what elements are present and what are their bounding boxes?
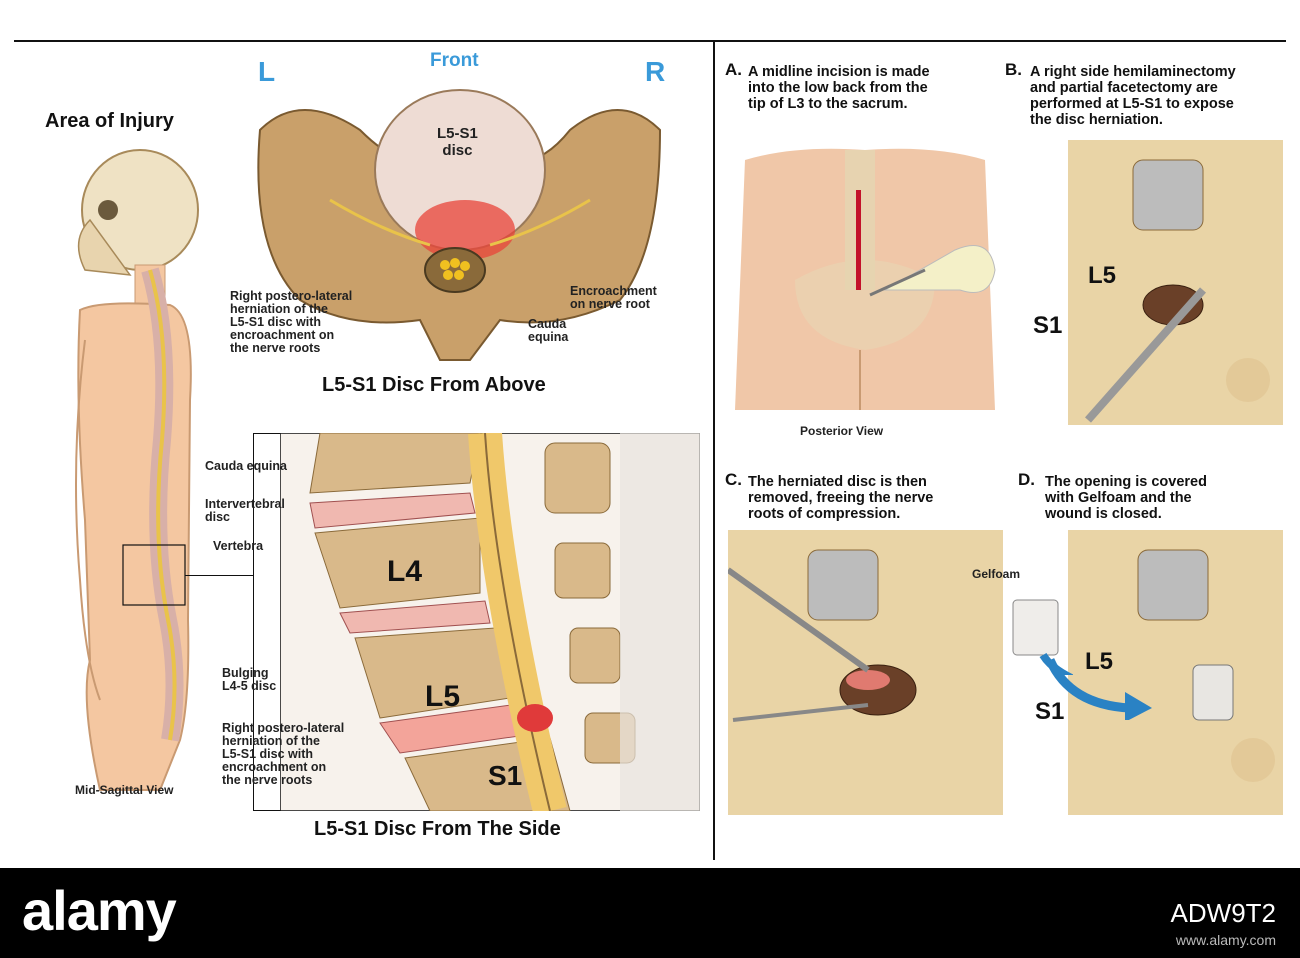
step-b-text: A right side hemilaminectomy and partial…	[1030, 64, 1236, 128]
gelfoam-label: Gelfoam	[972, 567, 1021, 581]
panel-divider	[713, 42, 715, 860]
disc-side-view-illustration	[280, 433, 700, 811]
vertebra-label: Vertebra	[213, 539, 264, 553]
mid-sagittal-caption: Mid-Sagittal View	[75, 783, 174, 797]
footer-logo: alamy	[22, 879, 177, 942]
cauda-equina-label-top: Cauda equina	[528, 317, 569, 344]
step-a-letter: A.	[725, 60, 742, 79]
disc-top-view-illustration	[257, 89, 662, 361]
step-d-illustration	[1068, 530, 1283, 815]
bulging-label: Bulging L4-5 disc	[222, 666, 277, 693]
cauda-equina-label-side: Cauda equina	[205, 459, 287, 473]
s1-label-b: S1	[1033, 312, 1063, 339]
step-c-text: The herniated disc is then removed, free…	[748, 474, 934, 522]
step-c-letter: C.	[725, 470, 742, 489]
encroachment-label: Encroachment on nerve root	[570, 284, 657, 311]
top-view-title: L5-S1 Disc From Above	[322, 374, 546, 396]
bracket-top-tick	[253, 433, 280, 434]
l4-label: L4	[387, 555, 423, 588]
intervertebral-label: Intervertebral disc	[205, 497, 285, 524]
l5-label-d: L5	[1085, 648, 1114, 675]
body-figure	[75, 149, 199, 791]
gelfoam-block	[1012, 599, 1073, 675]
top-border	[14, 40, 1286, 42]
step-b-illustration	[1068, 140, 1283, 425]
step-c-illustration	[728, 530, 1003, 815]
step-d-letter: D.	[1018, 470, 1035, 489]
step-d-text: The opening is covered with Gelfoam and …	[1045, 474, 1207, 522]
step-b-letter: B.	[1005, 60, 1022, 79]
right-marker: R	[645, 56, 666, 87]
footer-url: www.alamy.com	[1175, 932, 1276, 948]
s1-label-side: S1	[488, 760, 523, 791]
posterior-view-caption: Posterior View	[800, 424, 884, 438]
side-view-bracket	[253, 433, 254, 811]
side-view-title: L5-S1 Disc From The Side	[314, 818, 561, 840]
body-to-side-connector	[185, 575, 253, 576]
area-of-injury-title: Area of Injury	[45, 110, 174, 132]
s1-label-d: S1	[1035, 698, 1065, 725]
step-a-text: A midline incision is made into the low …	[748, 64, 930, 112]
step-a-illustration	[735, 148, 996, 410]
disc-label-top: L5-S1 disc	[437, 125, 478, 159]
herniation-label-top: Right postero-lateral herniation of the …	[230, 289, 353, 355]
footer-bar: alamy ADW9T2 www.alamy.com	[0, 868, 1300, 958]
l5-label-side: L5	[425, 680, 461, 713]
left-marker: L	[258, 56, 276, 87]
l5-label-b: L5	[1088, 262, 1117, 289]
herniation-label-side: Right postero-lateral herniation of the …	[222, 721, 345, 787]
front-marker: Front	[430, 50, 479, 71]
gelfoam-arrow	[1045, 658, 1152, 720]
bracket-bottom-tick	[253, 810, 280, 811]
footer-id: ADW9T2	[1170, 898, 1276, 928]
